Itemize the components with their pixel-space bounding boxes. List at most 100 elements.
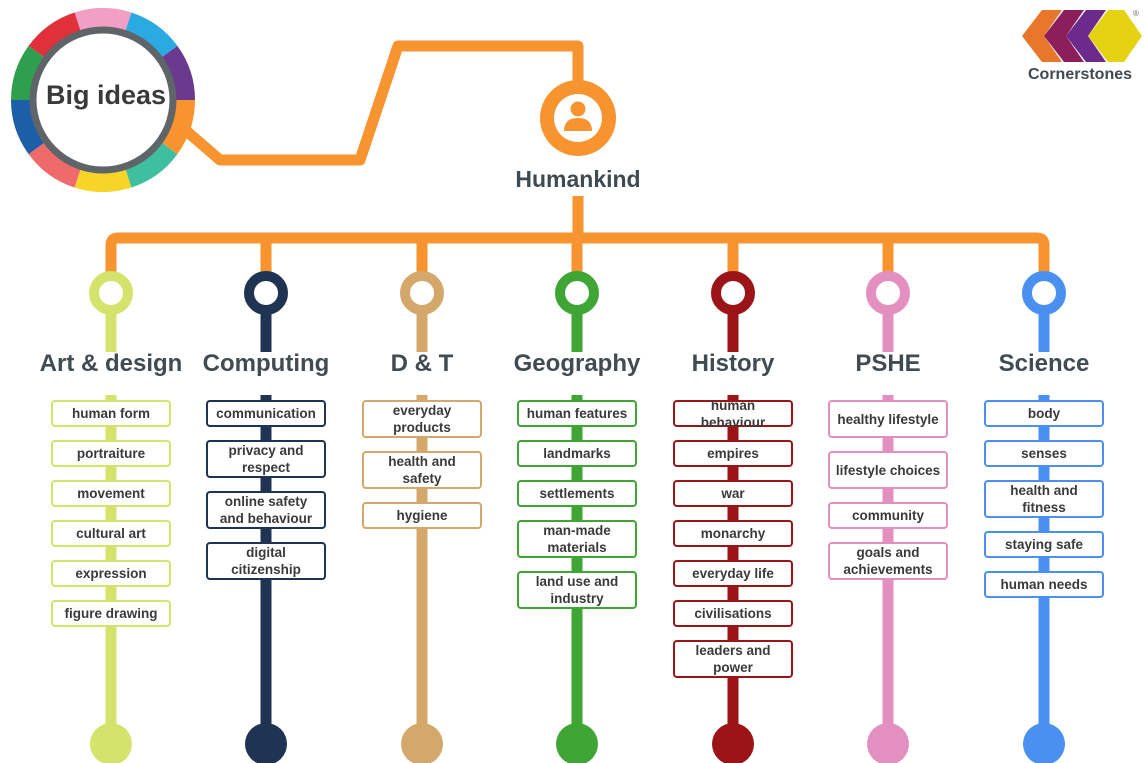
wheel-to-hub-connector: [177, 40, 584, 166]
subject-ring: [244, 271, 288, 315]
topic-box: movement: [51, 480, 171, 507]
topic-box: human behaviour: [673, 398, 793, 430]
topic-box: human needs: [984, 571, 1104, 598]
topic-label: privacy and respect: [228, 443, 304, 475]
topic-label: health and fitness: [1010, 483, 1078, 515]
topic-label: health and safety: [388, 454, 456, 486]
subject-end-dot: [556, 723, 598, 763]
subject-title: Geography: [513, 350, 641, 377]
topic-box: civilisations: [673, 600, 793, 627]
topic-label: expression: [75, 566, 147, 581]
topic-box: digital citizenship: [206, 542, 326, 580]
subject-title: History: [691, 350, 775, 377]
topic-label: movement: [77, 486, 145, 501]
topic-box: leaders and power: [673, 640, 793, 678]
topic-label: online safety and behaviour: [219, 494, 313, 526]
person-icon-body: [564, 118, 592, 131]
topic-label: settlements: [539, 486, 615, 501]
topic-label: land use and industry: [535, 574, 619, 606]
topic-label: leaders and power: [695, 643, 771, 675]
subject-ring: [1022, 271, 1066, 315]
subject-title: Art & design: [39, 350, 183, 377]
subject-end-dot: [867, 723, 909, 763]
topic-label: human needs: [1000, 577, 1088, 592]
topic-label: body: [1027, 406, 1061, 421]
topic-box: empires: [673, 440, 793, 467]
topic-box: community: [828, 502, 948, 529]
topic-box: everyday products: [362, 400, 482, 438]
topic-label: everyday life: [692, 566, 774, 581]
subject-end-dot: [712, 723, 754, 763]
person-icon-head: [570, 101, 586, 117]
topic-box: portraiture: [51, 440, 171, 467]
topic-box: human form: [51, 400, 171, 427]
subject-title: Computing: [202, 350, 330, 377]
topic-box: staying safe: [984, 531, 1104, 558]
subject-ring: [866, 271, 910, 315]
topic-label: community: [851, 508, 924, 523]
topic-label: senses: [1021, 446, 1067, 461]
topic-box: cultural art: [51, 520, 171, 547]
topic-label: man-made materials: [543, 523, 611, 555]
topic-label: civilisations: [694, 606, 772, 621]
topic-label: communication: [216, 406, 316, 421]
topic-label: empires: [707, 446, 759, 461]
logo-chevron: [1044, 10, 1084, 62]
topic-label: monarchy: [700, 526, 766, 541]
connector-lines: [105, 40, 1050, 272]
subject-end-dot: [1023, 723, 1065, 763]
topic-box: lifestyle choices: [828, 451, 948, 489]
logo-registered-mark: ®: [1133, 9, 1139, 18]
wheel-center: [29, 26, 177, 174]
topic-box: health and fitness: [984, 480, 1104, 518]
subject-ring: [711, 271, 755, 315]
topic-label: portraiture: [76, 446, 146, 461]
big-ideas-label: Big ideas: [45, 80, 167, 110]
hub-label: Humankind: [515, 166, 641, 192]
logo-chevron: [1022, 10, 1062, 62]
topic-label: digital citizenship: [231, 545, 301, 577]
subject-title: Science: [998, 350, 1090, 377]
subject-end-dot: [245, 723, 287, 763]
topic-box: monarchy: [673, 520, 793, 547]
topic-box: privacy and respect: [206, 440, 326, 478]
topic-box: senses: [984, 440, 1104, 467]
topic-box: online safety and behaviour: [206, 491, 326, 529]
topic-box: health and safety: [362, 451, 482, 489]
topic-box: healthy lifestyle: [828, 400, 948, 438]
topic-label: goals and achievements: [843, 545, 933, 577]
topic-label: human features: [526, 406, 628, 421]
topic-label: cultural art: [76, 526, 146, 541]
topic-box: landmarks: [517, 440, 637, 467]
big-ideas-wheel: [11, 7, 195, 192]
topic-box: expression: [51, 560, 171, 587]
topic-box: human features: [517, 400, 637, 427]
topic-label: human form: [71, 406, 150, 421]
logo-chevron: [1066, 10, 1106, 62]
subject-ring: [89, 271, 133, 315]
subject-title: D & T: [390, 350, 454, 377]
topic-box: communication: [206, 400, 326, 427]
logo-text: Cornerstones: [1027, 66, 1133, 83]
topic-label: staying safe: [1004, 537, 1084, 552]
subject-ring: [400, 271, 444, 315]
subject-end-dot: [401, 723, 443, 763]
topic-box: land use and industry: [517, 571, 637, 609]
topic-box: body: [984, 400, 1104, 427]
topic-label: hygiene: [396, 508, 448, 523]
cornerstones-logo-mark: [1022, 10, 1142, 62]
topic-label: everyday products: [392, 403, 452, 435]
topic-box: settlements: [517, 480, 637, 507]
topic-label: human behaviour: [700, 397, 766, 430]
subject-title: PSHE: [855, 350, 921, 377]
topic-box: war: [673, 480, 793, 507]
topic-box: figure drawing: [51, 600, 171, 627]
topic-label: war: [721, 486, 745, 501]
topic-box: man-made materials: [517, 520, 637, 558]
subject-ring: [555, 271, 599, 315]
logo-diamond: [1088, 10, 1142, 62]
topic-label: landmarks: [543, 446, 611, 461]
humankind-hub: [540, 80, 616, 156]
topic-label: healthy lifestyle: [837, 411, 939, 427]
